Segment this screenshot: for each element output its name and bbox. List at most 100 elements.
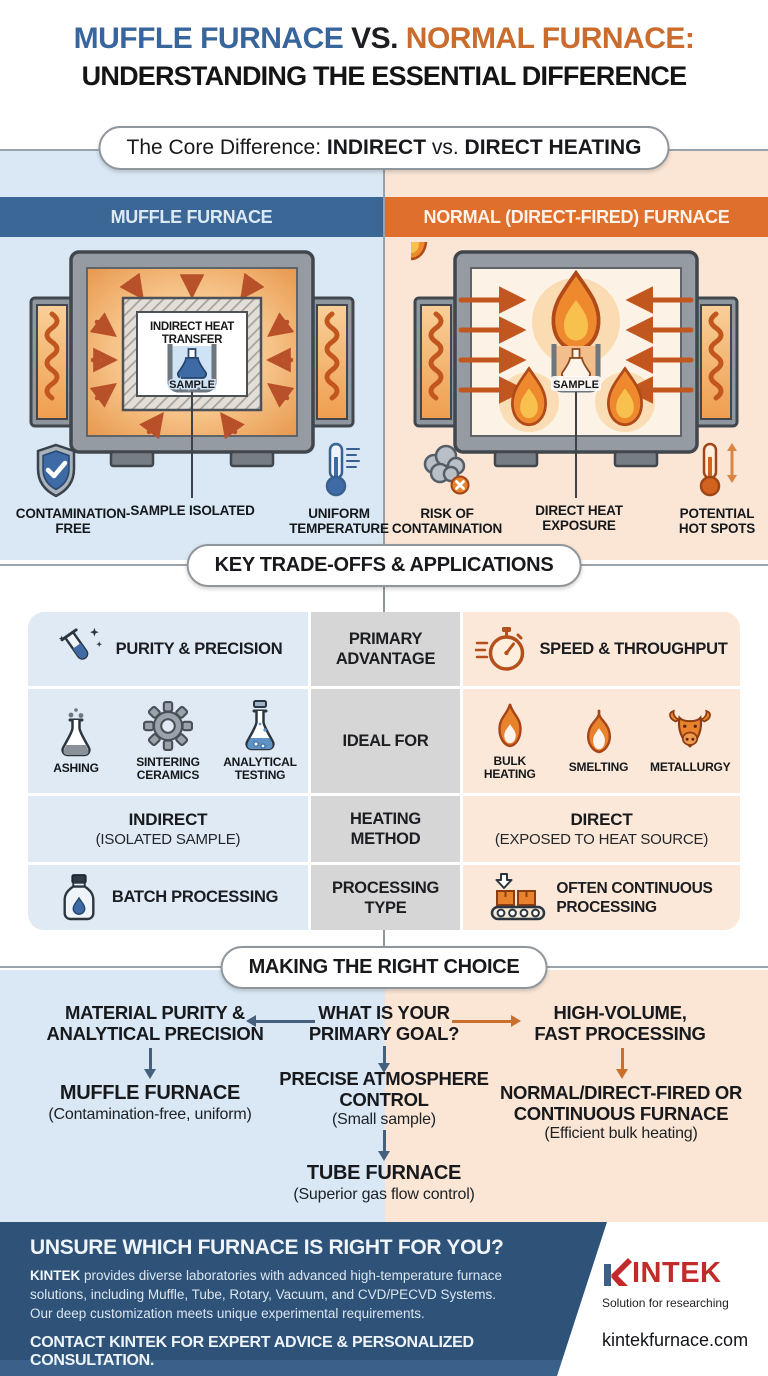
- indirect-heat-label-line2: TRANSFER: [162, 334, 223, 346]
- kintek-logo-text: INTEK: [632, 1257, 722, 1289]
- connector: [383, 930, 385, 950]
- core-pill-vs: vs.: [426, 136, 465, 159]
- flame-icon: [411, 242, 428, 261]
- core-pill-direct: DIRECT HEATING: [464, 136, 642, 159]
- connector: [383, 584, 385, 612]
- cell-normal-advantage: SPEED & THROUGHPUT: [463, 612, 740, 686]
- feature-uniform-temperature: UNIFORM TEMPERATURE: [289, 506, 389, 536]
- flow-arrow-down-left: [144, 1048, 156, 1079]
- column-divider: [383, 151, 385, 560]
- flow-left-goal: MATERIAL PURITY & ANALYTICAL PRECISION: [46, 1002, 264, 1044]
- cell-muffle-heating-method: INDIRECT (ISOLATED SAMPLE): [28, 796, 308, 862]
- flow-center-result: TUBE FURNACE (Superior gas flow control): [293, 1162, 475, 1203]
- page-title: MUFFLE FURNACE VS. NORMAL FURNACE:: [0, 22, 768, 56]
- application-sintering-ceramics: SINTERING CERAMICS: [124, 700, 212, 783]
- hot-thermometer-icon: [699, 442, 737, 497]
- core-pill-prefix: The Core Difference:: [126, 136, 327, 159]
- title-vs: VS.: [343, 22, 406, 55]
- muffle-column-header: MUFFLE FURNACE: [0, 197, 383, 237]
- muffle-sample-label: SAMPLE: [169, 379, 215, 391]
- cell-muffle-processing: BATCH PROCESSING: [28, 865, 308, 930]
- kintek-logo-k-icon: [604, 1258, 632, 1286]
- feature-sample-isolated: SAMPLE ISOLATED: [130, 503, 255, 518]
- thermometer-icon: [325, 442, 360, 497]
- bull-head-icon: [669, 709, 712, 748]
- cell-normal-heating-method: DIRECT (EXPOSED TO HEAT SOURCE): [463, 796, 740, 862]
- stopwatch-icon: [475, 627, 525, 671]
- core-difference-pill: The Core Difference: INDIRECT vs. DIRECT…: [98, 126, 670, 170]
- kintek-logo: INTEK: [602, 1256, 752, 1289]
- application-bulk-heating: BULK HEATING: [468, 701, 552, 782]
- flow-arrow-left: [246, 1015, 315, 1027]
- direct-heating-coil-right: [693, 296, 739, 428]
- smoke-cloud-error-icon: [423, 444, 470, 495]
- flow-right-goal: HIGH-VOLUME, FAST PROCESSING: [534, 1002, 706, 1044]
- sample-flask-icon: [187, 348, 197, 359]
- row-header-heating-method: HEATING METHOD: [311, 796, 460, 862]
- website-link[interactable]: kintekfurnace.com: [602, 1330, 749, 1350]
- furnace-foot: [229, 450, 275, 468]
- title-muffle: MUFFLE FURNACE: [73, 22, 344, 55]
- page-subtitle: UNDERSTANDING THE ESSENTIAL DIFFERENCE: [81, 61, 687, 91]
- flame-icon: [586, 710, 611, 754]
- flame-icon: [498, 703, 522, 747]
- direct-crucible: SAMPLE: [551, 344, 601, 393]
- core-pill-indirect: INDIRECT: [326, 136, 427, 159]
- cell-muffle-ideal-for: ASHING: [28, 689, 308, 793]
- flow-root-question: WHAT IS YOUR PRIMARY GOAL?: [308, 1002, 460, 1044]
- normal-advantage-label: SPEED & THROUGHPUT: [539, 639, 728, 658]
- flow-arrow-down-right: [616, 1048, 628, 1079]
- footer-headline: UNSURE WHICH FURNACE IS RIGHT FOR YOU?: [30, 1236, 504, 1259]
- furnace-foot: [613, 450, 659, 468]
- tradeoffs-table: PURITY & PRECISION PRIMARY ADVANTAGE: [28, 612, 740, 930]
- flow-right-result: NORMAL/DIRECT-FIRED OR CONTINUOUS FURNAC…: [499, 1082, 743, 1142]
- application-smelting: SMELTING: [557, 707, 641, 775]
- row-header-processing-type: PROCESSING TYPE: [311, 865, 460, 930]
- application-metallurgy: METALLURGY: [645, 707, 735, 775]
- flow-arrow-down-center: [378, 1046, 390, 1073]
- flow-arrow-right: [452, 1015, 521, 1027]
- ink-bottle-icon: [63, 873, 95, 920]
- muffle-heating-coil-right: [309, 296, 355, 428]
- inward-heat-arrows: [89, 272, 295, 440]
- direct-sample-label: SAMPLE: [553, 379, 599, 391]
- conveyor-icon: [491, 872, 546, 920]
- analytical-flask-icon: [245, 699, 275, 750]
- gear-icon: [143, 700, 193, 751]
- row-header-primary-advantage: PRIMARY ADVANTAGE: [311, 612, 460, 686]
- feature-potential-hot-spots: POTENTIAL HOT SPOTS: [678, 506, 756, 536]
- direct-heat-arrows: [458, 286, 694, 404]
- feature-direct-heat-exposure: DIRECT HEAT EXPOSURE: [535, 503, 623, 533]
- feature-contamination-free: CONTAMINATION-FREE: [15, 506, 131, 536]
- direct-furnace-diagram: SAMPLE: [411, 242, 739, 498]
- footer-body: KINTEK provides diverse laboratories wit…: [30, 1268, 502, 1321]
- normal-column-header: NORMAL (DIRECT-FIRED) FURNACE: [385, 197, 768, 237]
- footer-cta: CONTACT KINTEK FOR EXPERT ADVICE & PERSO…: [30, 1334, 474, 1369]
- feature-risk-of-contamination: RISK OF CONTAMINATION: [391, 506, 503, 536]
- furnace-foot: [493, 450, 539, 468]
- ashing-flask-icon: [61, 708, 91, 757]
- tradeoffs-pill: KEY TRADE-OFFS & APPLICATIONS: [186, 544, 582, 587]
- indirect-heat-label-line1: INDIRECT HEAT: [150, 321, 234, 333]
- row-header-ideal-for: IDEAL FOR: [311, 689, 460, 793]
- muffle-crucible: SAMPLE: [167, 344, 217, 393]
- furnace-foot: [109, 450, 155, 468]
- test-tube-sparkle-icon: [58, 627, 102, 660]
- flow-arrow-down-center-2: [378, 1130, 390, 1161]
- muffle-heating-coil-left: [29, 296, 75, 428]
- application-ashing: ASHING: [32, 706, 120, 776]
- muffle-furnace-diagram: INDIRECT HEAT TRANSFER SAMPLE: [29, 250, 355, 498]
- brand-tagline: Solution for researching: [602, 1296, 729, 1310]
- application-analytical-testing: ANALYTICAL TESTING: [216, 699, 304, 783]
- muffle-advantage-label: PURITY & PRECISION: [115, 639, 283, 658]
- cell-normal-processing: OFTEN CONTINUOUS PROCESSING: [463, 865, 740, 930]
- normal-processing-label: OFTEN CONTINUOUS PROCESSING: [556, 879, 713, 916]
- choice-section-left-background: [0, 970, 385, 1222]
- title-normal: NORMAL FURNACE:: [405, 22, 695, 55]
- muffle-processing-label: BATCH PROCESSING: [111, 888, 279, 906]
- shield-check-icon: [36, 443, 76, 498]
- choice-pill: MAKING THE RIGHT CHOICE: [220, 946, 548, 989]
- choice-section-right-background: [385, 970, 768, 1222]
- flow-left-result: MUFFLE FURNACE (Contamination-free, unif…: [48, 1082, 252, 1123]
